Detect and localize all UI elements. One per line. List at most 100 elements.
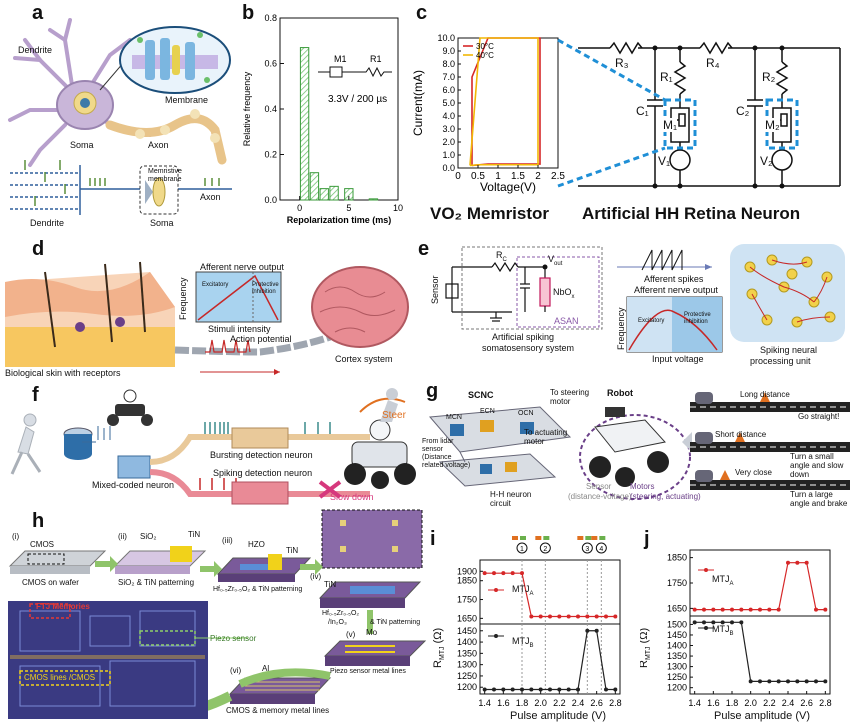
ytick-label-j: 1450 xyxy=(667,630,687,640)
label-cortex-d: Cortex system xyxy=(335,354,393,364)
legend-j-b: MTJB xyxy=(712,624,734,637)
data-point-i xyxy=(482,571,487,576)
inset-label-m1: M1 xyxy=(334,54,347,64)
marker-label-i: 1 xyxy=(520,546,524,553)
step-i-caption: CMOS on wafer xyxy=(22,578,79,587)
data-point-i xyxy=(520,687,524,692)
label-excitatory-d: Excitatory xyxy=(202,282,229,288)
marker-circle-i xyxy=(539,542,551,554)
marker-label-i: 3 xyxy=(585,546,589,553)
data-point-j xyxy=(776,607,781,612)
step-vi-tag: (vi) xyxy=(230,666,242,675)
rc-sub: C xyxy=(502,256,507,263)
marker-label-i: 4 xyxy=(599,546,603,553)
ylabel-i-unit: (Ω) xyxy=(432,627,444,647)
ytick-label-i: 1350 xyxy=(457,648,477,658)
label-actuating: To actuating motor xyxy=(524,428,568,446)
label-spiking-1: Spiking neural xyxy=(760,345,818,355)
scenario-action-2: Turn a small angle and slow down xyxy=(790,452,844,479)
ytick-label-i: 1250 xyxy=(457,671,477,681)
ylabel-j-sub: MTJ xyxy=(645,646,653,661)
label-sensor-sub-g: (distance-voltage) xyxy=(568,492,632,501)
data-point-i xyxy=(604,614,608,619)
xtick-label-c: 2 xyxy=(535,171,541,182)
data-point-i xyxy=(529,687,534,692)
label-input-voltage: Input voltage xyxy=(652,354,704,364)
resistor-r2 xyxy=(775,61,789,95)
panel-label-a: a xyxy=(32,2,44,24)
ylabel-i-main: R xyxy=(432,660,444,668)
label-ftj: FTJ Memories xyxy=(36,602,90,611)
label-v2: V₂ xyxy=(760,154,773,168)
vout-main: V xyxy=(548,254,555,264)
ylabel-j: RMTJ (Ω) xyxy=(640,628,652,668)
ytick-label-c: 3.0 xyxy=(442,124,455,134)
data-point-j xyxy=(795,679,800,684)
ytick-label-c: 5.0 xyxy=(442,98,455,108)
data-point-j xyxy=(767,607,772,612)
scenario-dist-2: Short distance xyxy=(715,430,767,439)
step-iv-caption-2: /In₂O₃ xyxy=(328,619,347,626)
panel-f-illustration xyxy=(10,388,416,505)
xtick-label-c: 2.5 xyxy=(551,171,565,182)
ytick-label-c: 2.0 xyxy=(442,137,455,147)
label-dendrite-2: Dendrite xyxy=(30,218,65,228)
inset-label-r1: R1 xyxy=(370,54,382,64)
step-vi-caption: CMOS & memory metal lines xyxy=(226,706,330,715)
label-dendrite: Dendrite xyxy=(18,45,53,55)
data-point-j xyxy=(776,679,781,684)
data-point-i xyxy=(538,687,543,692)
pulse-glyph-i xyxy=(591,536,598,540)
step-i-tag: (i) xyxy=(12,532,20,541)
mixed-neuron-chip xyxy=(117,455,151,479)
data-point-j xyxy=(823,679,828,684)
label-hh: H-H neuron circuit xyxy=(490,490,532,508)
data-point-j xyxy=(814,679,818,684)
label-bursting: Bursting detection neuron xyxy=(210,450,313,460)
label-soma: Soma xyxy=(70,140,94,150)
legend-label-c: 30°C xyxy=(476,42,494,51)
data-point-j xyxy=(795,560,800,565)
marker-label-i: 2 xyxy=(543,546,547,553)
label-r2: R₂ xyxy=(762,70,776,84)
chart-i: 1650175018501900120012501300135014001450… xyxy=(457,536,622,708)
brain-shape xyxy=(311,266,409,348)
legend-i-a-main: MTJ xyxy=(512,584,530,594)
hh-title: Artificial HH Retina Neuron xyxy=(582,204,801,223)
scenario-dist-3: Very close xyxy=(735,468,772,477)
legend-i-a-sub: A xyxy=(529,590,534,597)
step-i-cmos: CMOS xyxy=(30,540,54,549)
pulse-glyph-i xyxy=(577,536,584,540)
legend-marker-j xyxy=(704,568,708,572)
data-point-i xyxy=(520,571,524,576)
step-iii-caption: Hf₀.₅Zr₀.₅O₂ & TiN patterning xyxy=(213,586,303,593)
scenario-action-1: Go straight! xyxy=(798,412,840,421)
ytick-label-j: 1750 xyxy=(667,578,687,588)
resistor-r1 xyxy=(673,61,687,95)
label-skin-d: Biological skin with receptors xyxy=(5,368,121,378)
ylabel-j-main: R xyxy=(640,660,650,668)
xtick-label-i: 2.0 xyxy=(534,698,547,708)
plot-frame-b xyxy=(279,17,399,201)
legend-marker-j xyxy=(704,626,708,630)
bursting-neuron-chip xyxy=(231,427,289,449)
data-point-i xyxy=(585,614,590,619)
nbox-main: NbO xyxy=(553,287,572,297)
panel-h-illustration xyxy=(8,509,427,719)
data-point-j xyxy=(692,620,697,625)
step-v-caption: Piezo sensor metal lines xyxy=(330,668,406,675)
panel-g: g SCNC Robot MCN ECN OCN To steering mot… xyxy=(420,382,853,512)
data-point-i xyxy=(529,614,534,619)
ytick-label-c: 8.0 xyxy=(442,59,455,69)
ytick-label-j: 1850 xyxy=(667,553,687,563)
data-point-i xyxy=(510,687,515,692)
ytick-label-c: 7.0 xyxy=(442,72,455,82)
label-afferent-d: Afferent nerve output xyxy=(200,262,284,272)
ylabel-b: Relative frequency xyxy=(242,71,252,146)
xtick-label-j: 2.6 xyxy=(800,698,813,708)
ytick-label-i: 1650 xyxy=(457,613,477,623)
xtick-label-j: 1.4 xyxy=(688,698,701,708)
ytick-label-i: 1750 xyxy=(457,595,477,605)
